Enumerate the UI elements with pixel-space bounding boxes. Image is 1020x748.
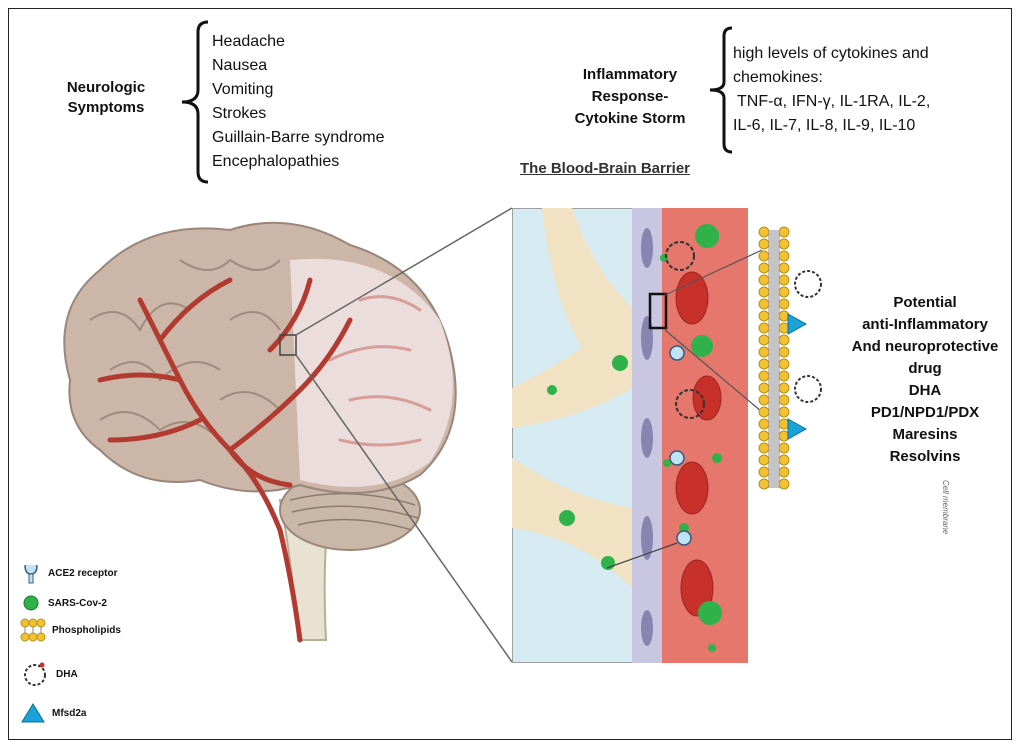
ace2-receptor-icon bbox=[20, 562, 42, 584]
legend-mfsd2a: Mfsd2a bbox=[20, 702, 86, 724]
dha-molecule-icon bbox=[20, 660, 50, 688]
drug-list: Potential anti-Inflammatory And neuropro… bbox=[835, 292, 1015, 468]
drug-line: Potential bbox=[835, 292, 1015, 314]
phospholipid-icon bbox=[20, 618, 46, 642]
drug-line: And neuroprotective drug bbox=[835, 336, 1015, 380]
legend-mfsd2a-label: Mfsd2a bbox=[52, 708, 86, 719]
legend-phospho-label: Phospholipids bbox=[52, 625, 121, 636]
drug-line: DHA bbox=[835, 380, 1015, 402]
virus-icon bbox=[20, 594, 42, 612]
drug-line: anti-Inflammatory bbox=[835, 314, 1015, 336]
cell-membrane-label: Cell membrane bbox=[941, 480, 950, 534]
legend-dha-label: DHA bbox=[56, 669, 78, 680]
mfsd2a-triangle-icon bbox=[20, 702, 46, 724]
drug-line: Resolvins bbox=[835, 446, 1015, 468]
legend-dha: DHA bbox=[20, 660, 78, 688]
legend-sars-label: SARS-Cov-2 bbox=[48, 598, 107, 609]
legend-phospho: Phospholipids bbox=[20, 618, 121, 642]
drug-line: Maresins bbox=[835, 424, 1015, 446]
drug-line: PD1/NPD1/PDX bbox=[835, 402, 1015, 424]
phospholipid-membrane bbox=[758, 224, 828, 494]
legend-ace2: ACE2 receptor bbox=[20, 562, 117, 584]
legend-sars: SARS-Cov-2 bbox=[20, 594, 107, 612]
legend-ace2-label: ACE2 receptor bbox=[48, 568, 117, 579]
